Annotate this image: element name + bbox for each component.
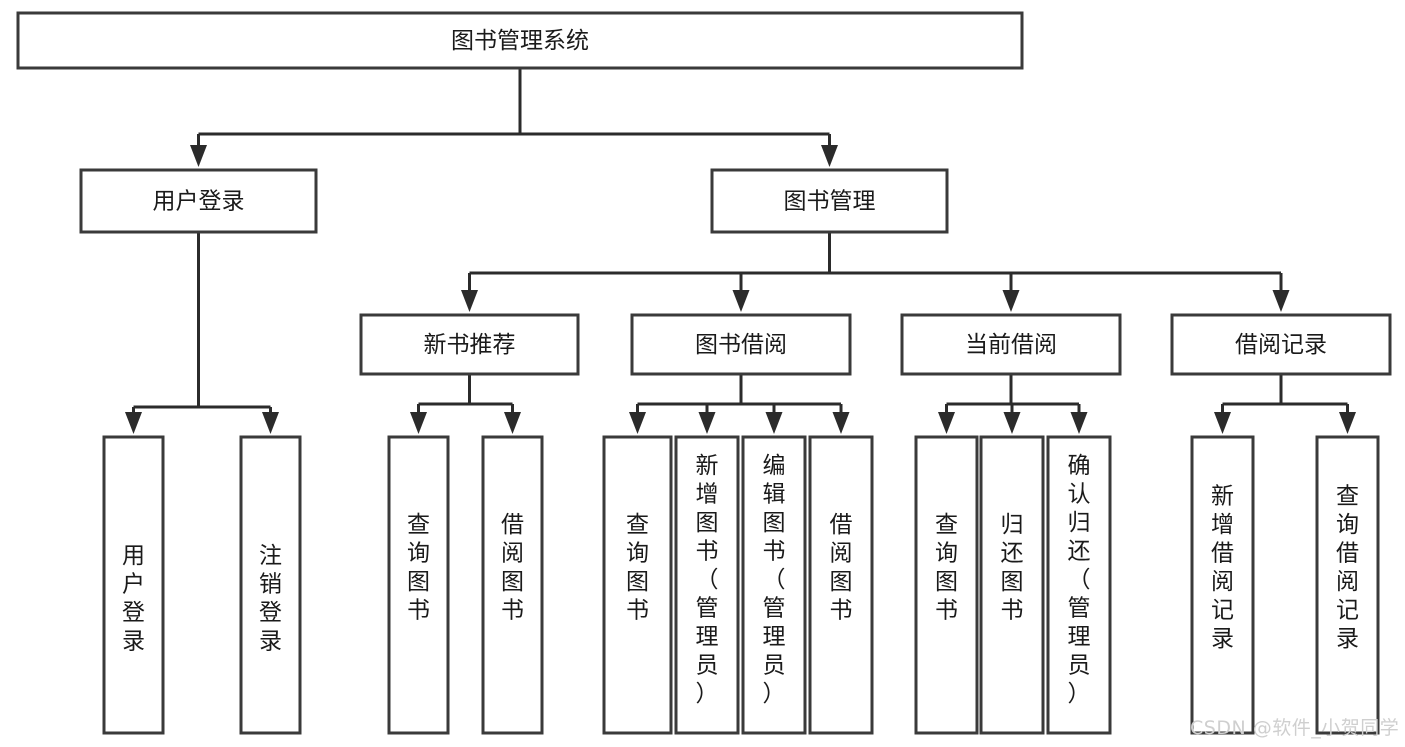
node-label: 新增图书（管理员） — [696, 453, 719, 707]
node-c2[interactable]: 归还图书 — [979, 435, 1045, 735]
node-b3[interactable]: 编辑图书（管理员） — [741, 435, 807, 735]
node-c3[interactable]: 确认归还（管理员） — [1046, 435, 1112, 735]
node-label: 借阅记录 — [1235, 332, 1327, 358]
connector-records — [1214, 374, 1356, 434]
connector-newbook — [410, 374, 521, 434]
node-box[interactable] — [79, 168, 318, 234]
node-r2[interactable]: 查询借阅记录 — [1315, 435, 1380, 735]
connector-borrow — [629, 374, 850, 434]
node-b1[interactable]: 查询图书 — [602, 435, 673, 735]
node-label: 查询图书 — [407, 512, 430, 624]
node-bookmgmt[interactable]: 图书管理 — [710, 168, 949, 234]
node-box[interactable] — [239, 435, 302, 735]
node-c1[interactable]: 查询图书 — [914, 435, 979, 735]
node-box[interactable] — [710, 168, 949, 234]
node-l2[interactable]: 注销登录 — [239, 435, 302, 735]
node-records[interactable]: 借阅记录 — [1170, 313, 1392, 376]
node-label: 图书管理系统 — [451, 28, 589, 54]
node-l1[interactable]: 用户登录 — [102, 435, 165, 735]
node-label: 注销登录 — [259, 543, 282, 655]
node-box[interactable] — [630, 313, 852, 376]
connector-layer — [125, 68, 1356, 434]
node-b4[interactable]: 借阅图书 — [808, 435, 874, 735]
node-box[interactable] — [979, 435, 1045, 735]
connector-bookmgmt — [461, 232, 1290, 312]
connector-current — [938, 374, 1088, 434]
node-newbook[interactable]: 新书推荐 — [359, 313, 580, 376]
node-label: 新书推荐 — [424, 332, 516, 358]
node-label: 归还图书 — [1001, 512, 1024, 624]
node-label: 查询借阅记录 — [1336, 484, 1359, 652]
node-label: 新增借阅记录 — [1211, 484, 1234, 652]
node-box[interactable] — [914, 435, 979, 735]
node-box[interactable] — [1170, 313, 1392, 376]
node-label: 查询图书 — [626, 512, 649, 624]
node-login[interactable]: 用户登录 — [79, 168, 318, 234]
node-box[interactable] — [808, 435, 874, 735]
node-layer: 图书管理系统用户登录图书管理新书推荐图书借阅当前借阅借阅记录用户登录注销登录查询… — [16, 11, 1392, 735]
connector-login — [125, 232, 279, 434]
node-label: 用户登录 — [153, 189, 245, 215]
connector-root — [190, 68, 838, 167]
node-box[interactable] — [674, 435, 740, 735]
node-label: 借阅图书 — [830, 512, 853, 624]
node-box[interactable] — [602, 435, 673, 735]
node-label: 图书借阅 — [695, 332, 787, 358]
node-box[interactable] — [359, 313, 580, 376]
node-label: 查询图书 — [935, 512, 958, 624]
node-n1[interactable]: 查询图书 — [387, 435, 450, 735]
node-r1[interactable]: 新增借阅记录 — [1190, 435, 1255, 735]
node-label: 当前借阅 — [965, 332, 1057, 358]
node-borrow[interactable]: 图书借阅 — [630, 313, 852, 376]
node-box[interactable] — [1315, 435, 1380, 735]
node-box[interactable] — [481, 435, 544, 735]
node-n2[interactable]: 借阅图书 — [481, 435, 544, 735]
node-box[interactable] — [16, 11, 1024, 70]
node-box[interactable] — [102, 435, 165, 735]
node-box[interactable] — [741, 435, 807, 735]
node-b2[interactable]: 新增图书（管理员） — [674, 435, 740, 735]
node-label: 图书管理 — [784, 189, 876, 215]
node-label: 确认归还（管理员） — [1068, 453, 1091, 707]
node-root[interactable]: 图书管理系统 — [16, 11, 1024, 70]
node-label: 借阅图书 — [501, 512, 524, 624]
node-box[interactable] — [387, 435, 450, 735]
node-label: 用户登录 — [122, 543, 145, 655]
node-box[interactable] — [1046, 435, 1112, 735]
node-current[interactable]: 当前借阅 — [900, 313, 1122, 376]
node-label: 编辑图书（管理员） — [763, 453, 786, 707]
csdn-watermark: CSDN @软件_小贺同学 — [1190, 717, 1400, 739]
node-box[interactable] — [1190, 435, 1255, 735]
node-box[interactable] — [900, 313, 1122, 376]
